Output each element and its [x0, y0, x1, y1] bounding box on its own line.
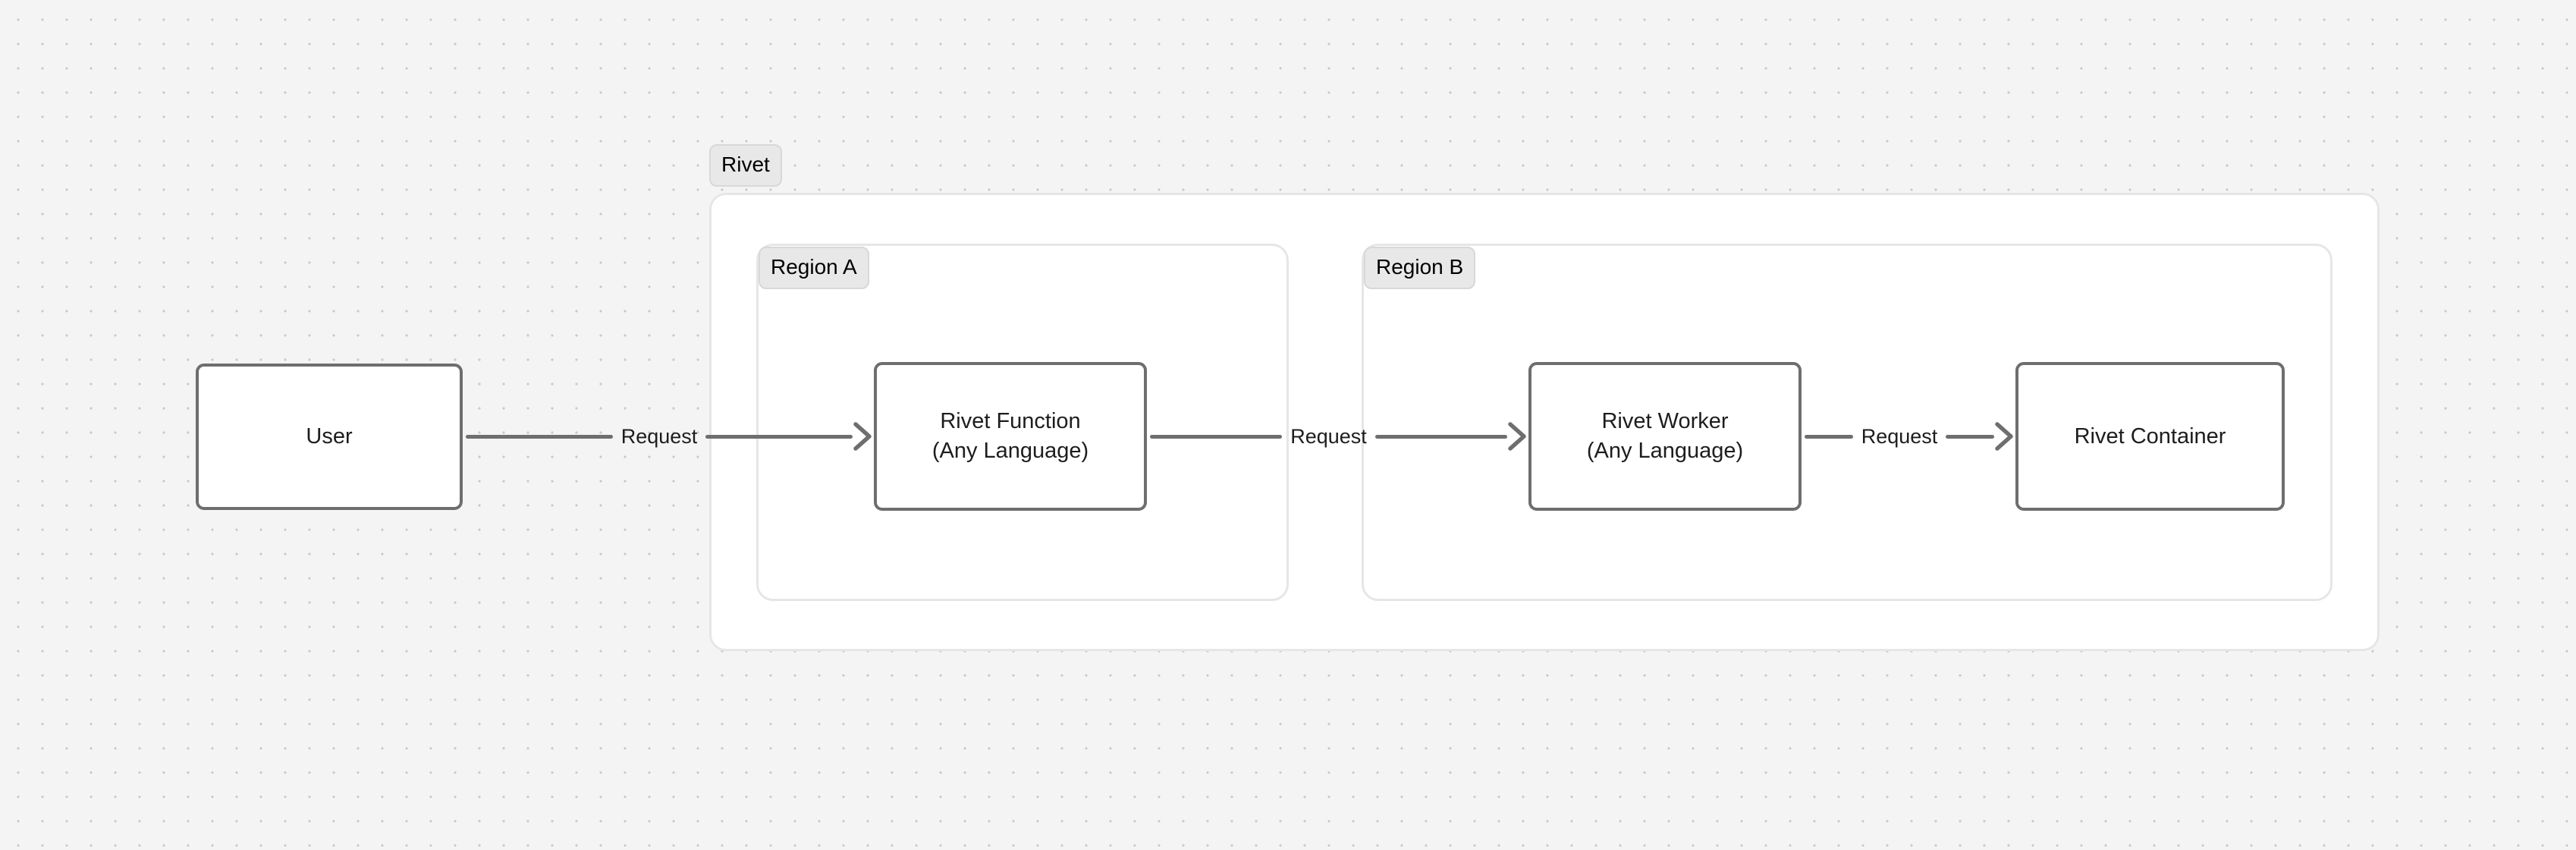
arrow-right-icon	[1508, 422, 1526, 451]
edge-user-to-rivet-function[interactable]: Request	[466, 414, 874, 459]
group-label-rivet[interactable]: Rivet	[709, 144, 782, 187]
group-label-region-a[interactable]: Region A	[759, 247, 869, 289]
node-rivet-worker-sublabel: (Any Language)	[1586, 439, 1744, 463]
group-label-region-b[interactable]: Region B	[1364, 247, 1476, 289]
edge-rivet-worker-to-rivet-container[interactable]: Request	[1805, 414, 2015, 459]
node-rivet-function[interactable]: Rivet Function (Any Language)	[874, 362, 1147, 511]
edge-label-request: Request	[620, 424, 698, 448]
node-rivet-worker[interactable]: Rivet Worker (Any Language)	[1528, 362, 1802, 511]
node-user[interactable]: User	[196, 364, 463, 510]
edge-label-request: Request	[1290, 424, 1367, 448]
edge-line-segment	[705, 434, 853, 439]
edge-line-segment	[1150, 434, 1283, 439]
edge-line-segment	[1805, 434, 1853, 439]
arrow-right-icon	[853, 422, 872, 451]
edge-label-request: Request	[1861, 424, 1938, 448]
node-user-label: User	[306, 424, 353, 449]
arrow-right-icon	[1995, 422, 2013, 451]
node-rivet-container-label: Rivet Container	[2074, 423, 2226, 449]
node-rivet-worker-label: Rivet Worker	[1601, 409, 1729, 434]
edge-line-segment	[466, 434, 613, 439]
node-rivet-container[interactable]: Rivet Container	[2015, 362, 2285, 511]
edge-line-segment	[1946, 434, 1995, 439]
edge-line-segment	[1374, 434, 1508, 439]
node-rivet-function-sublabel: (Any Language)	[931, 439, 1089, 463]
node-rivet-function-label: Rivet Function	[940, 409, 1081, 434]
edge-rivet-function-to-rivet-worker[interactable]: Request	[1150, 414, 1528, 459]
